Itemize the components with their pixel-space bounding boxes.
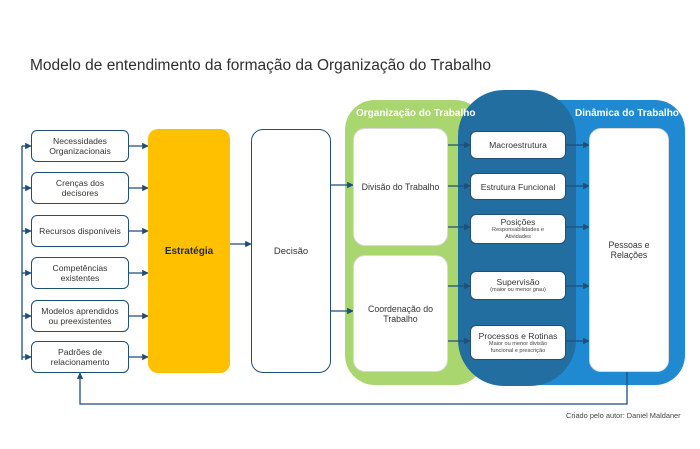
decision-box: Decisão — [251, 129, 331, 373]
author-credit: Criado pelo autor: Daniel Maldaner — [566, 411, 681, 420]
component-posicoes: Posições Responsabilidades e Atividades — [470, 214, 566, 244]
coordination-box: Coordenação do Trabalho — [353, 255, 448, 372]
input-box-modelos: Modelos aprendidos ou preexistentes — [31, 300, 129, 332]
decision-label: Decisão — [273, 245, 309, 257]
component-macroestrutura: Macroestrutura — [470, 131, 566, 159]
people-box: Pessoas e Relações — [589, 128, 669, 372]
component-title: Processos e Rotinas — [478, 330, 558, 341]
component-subtitle: Responsabilidades e — [492, 227, 544, 233]
component-estrutura-funcional: Estrutura Funcional — [470, 173, 566, 200]
component-title: Macroestrutura — [489, 140, 547, 150]
input-box-padroes: Padrões de relacionamento — [31, 341, 129, 373]
input-box-competencias: Competências existentes — [31, 257, 129, 289]
input-label-line1: Competências — [52, 262, 108, 273]
input-label-line1: Modelos aprendidos — [41, 305, 119, 316]
input-label-line1: Crenças dos — [55, 177, 105, 188]
component-subtitle: Maior ou menor divisão — [488, 340, 548, 347]
input-box-necessidades: Necessidades Organizacionais — [31, 130, 129, 162]
division-label: Divisão do Trabalho — [361, 182, 440, 192]
component-subtitle: Atividades — [505, 234, 531, 240]
strategy-label: Estratégia — [164, 245, 214, 257]
input-label-line2: Organizacionais — [49, 146, 111, 156]
component-processos: Processos e Rotinas Maior ou menor divis… — [470, 325, 566, 360]
input-box-recursos: Recursos disponíveis — [31, 215, 129, 247]
input-label-line2: relacionamento — [50, 357, 110, 367]
component-title: Supervisão — [496, 277, 540, 287]
input-label-line2: ou preexistentes — [48, 316, 112, 326]
coordination-label-line1: Coordenação do — [367, 303, 434, 314]
people-label-line1: Pessoas e — [608, 240, 650, 250]
input-label-line1: Recursos disponíveis — [39, 225, 121, 236]
component-subtitle: funcional e prescrição — [490, 347, 546, 354]
component-supervisao: Supervisão (maior ou menor grau) — [470, 271, 566, 300]
component-subtitle: (maior ou menor grau) — [490, 287, 546, 293]
dyn-panel-label: Dinâmica do Trabalho — [575, 108, 679, 119]
input-label-line1: Padrões de — [58, 346, 102, 357]
strategy-box: Estratégia — [148, 129, 230, 373]
coordination-label-line2: Trabalho — [383, 313, 418, 324]
input-box-crencas: Crenças dos decisores — [31, 172, 129, 204]
input-label-line1: Necessidades — [53, 135, 107, 146]
component-title: Estrutura Funcional — [480, 181, 556, 192]
org-panel-label: Organização do Trabalho — [356, 108, 476, 119]
people-label-line2: Relações — [610, 250, 648, 260]
division-box: Divisão do Trabalho — [353, 128, 448, 246]
feedback-loop — [76, 372, 628, 405]
input-label-line2: decisores — [61, 188, 99, 198]
input-label-line2: existentes — [60, 273, 100, 283]
diagram-title: Modelo de entendimento da formação da Or… — [30, 57, 491, 74]
component-title: Posições — [500, 217, 536, 227]
